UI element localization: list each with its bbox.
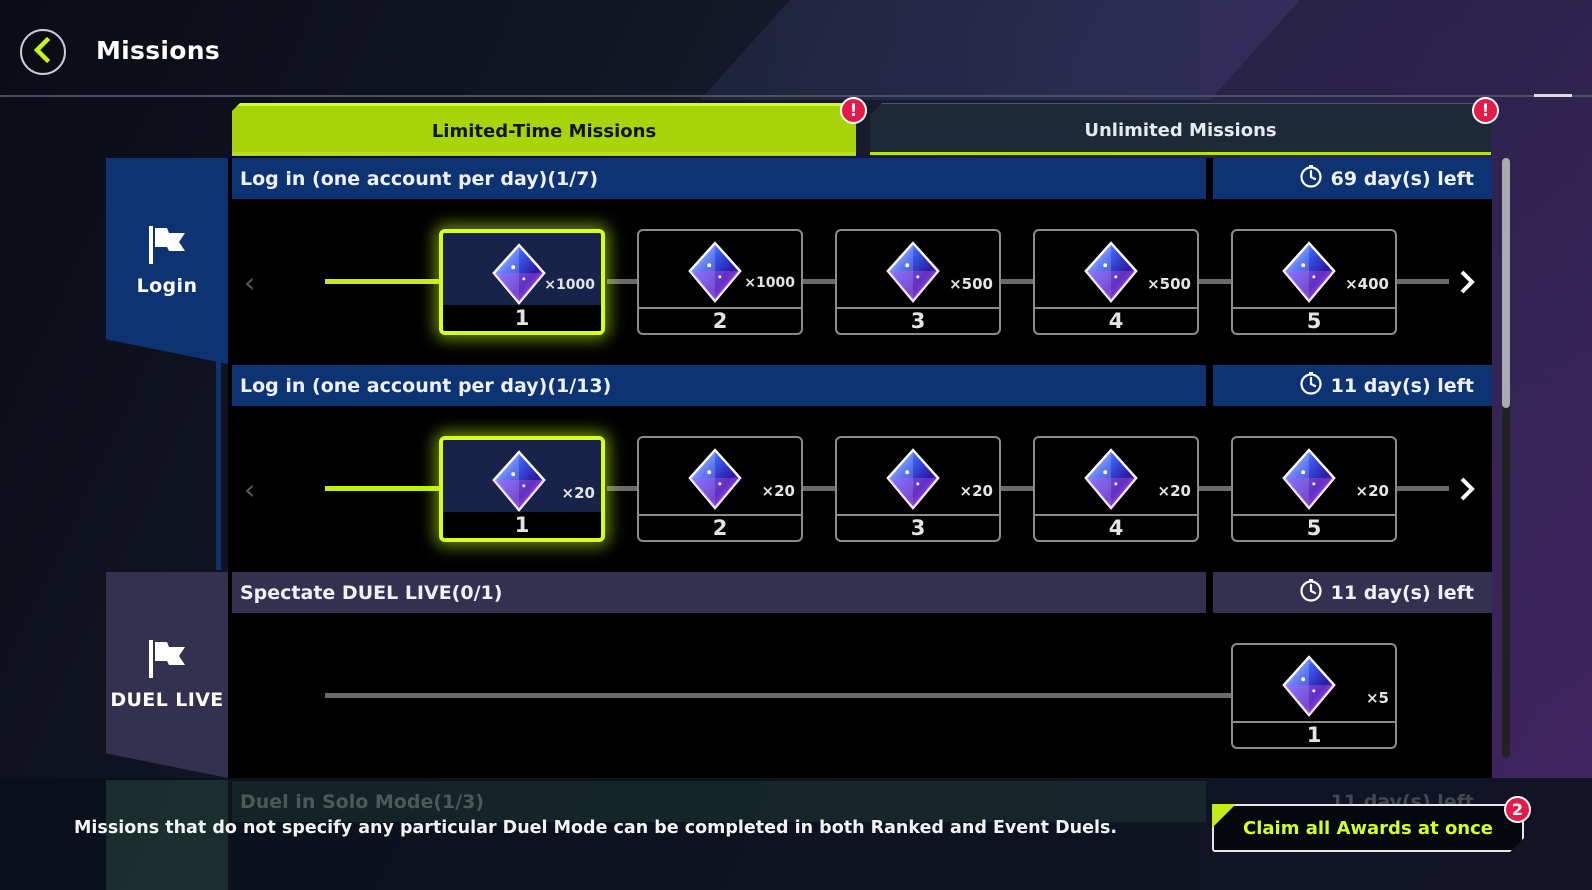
category-login: Login — [106, 158, 228, 364]
reward-step: 4 — [1035, 307, 1197, 333]
progress-track — [607, 279, 1449, 284]
reward-card[interactable]: ×400 5 — [1231, 229, 1397, 335]
timer-icon — [1299, 371, 1323, 400]
category-partial — [106, 780, 228, 890]
mission-title-text: Log in (one account per day)(1/7) — [240, 167, 599, 190]
back-arrow-icon — [30, 36, 56, 67]
tab-underline — [870, 152, 1491, 155]
timer-icon — [1299, 164, 1323, 193]
mission-title: Log in (one account per day)(1/7) — [232, 158, 1206, 199]
reward-quantity: ×1000 — [544, 277, 595, 293]
reward-quantity: ×1000 — [744, 275, 795, 291]
scroll-right-arrow[interactable] — [1458, 269, 1476, 299]
mission-time-left: 69 day(s) left — [1213, 158, 1492, 199]
gem-icon — [884, 241, 942, 307]
gem-icon — [490, 243, 548, 309]
category-duel-live: DUEL LIVE — [106, 572, 228, 778]
reward-quantity: ×5 — [1365, 689, 1389, 707]
mission-time-left: 11 day(s) left — [1213, 572, 1492, 613]
scrollbar-track[interactable] — [1502, 158, 1510, 758]
gem-icon — [884, 448, 942, 514]
header-divider-accent — [1534, 94, 1572, 97]
reward-card[interactable]: ×20 5 — [1231, 436, 1397, 542]
category-connector — [216, 360, 221, 570]
reward-step: 3 — [837, 514, 999, 540]
progress-track — [325, 693, 1235, 698]
gem-icon — [490, 450, 548, 516]
mission-title-text: Duel in Solo Mode(1/3) — [240, 790, 485, 813]
gem-icon — [1082, 241, 1140, 307]
reward-step: 5 — [1233, 307, 1395, 333]
reward-quantity: ×20 — [561, 484, 595, 502]
mission-title: Duel in Solo Mode(1/3) — [232, 781, 1206, 822]
reward-step: 4 — [1035, 514, 1197, 540]
alert-badge: ! — [1472, 97, 1499, 124]
reward-step: 1 — [443, 512, 601, 538]
tab-underline — [232, 152, 856, 155]
footer-note: Missions that do not specify any particu… — [74, 818, 1118, 838]
reward-step: 1 — [443, 305, 601, 331]
header-divider — [0, 95, 1592, 97]
progress-track — [325, 486, 443, 491]
reward-card[interactable]: ×500 4 — [1033, 229, 1199, 335]
timer-icon — [1299, 578, 1323, 607]
reward-card[interactable]: ×20 4 — [1033, 436, 1199, 542]
reward-quantity: ×20 — [959, 482, 993, 500]
reward-card[interactable]: ×500 3 — [835, 229, 1001, 335]
mission-time-left: 11 day(s) left — [1213, 365, 1492, 406]
reward-quantity: ×20 — [761, 482, 795, 500]
scroll-left-arrow[interactable]: ‹ — [244, 473, 256, 506]
reward-card[interactable]: ×20 3 — [835, 436, 1001, 542]
progress-track — [607, 486, 1449, 491]
reward-card[interactable]: ×1000 2 — [637, 229, 803, 335]
alert-badge: ! — [840, 97, 867, 124]
reward-step: 5 — [1233, 514, 1395, 540]
reward-step: 2 — [639, 514, 801, 540]
tab-label: Limited-Time Missions — [431, 120, 657, 142]
gem-icon — [1280, 655, 1338, 721]
page-title: Missions — [96, 36, 221, 65]
scroll-right-arrow[interactable] — [1458, 476, 1476, 506]
mission-title: Log in (one account per day)(1/13) — [232, 365, 1206, 406]
reward-step: 1 — [1233, 721, 1395, 747]
mission-title-text: Log in (one account per day)(1/13) — [240, 374, 612, 397]
mission-title-text: Spectate DUEL LIVE(0/1) — [240, 581, 503, 604]
gem-icon — [1082, 448, 1140, 514]
reward-quantity: ×20 — [1355, 482, 1389, 500]
time-left-text: 11 day(s) left — [1330, 374, 1474, 397]
time-left-text: 69 day(s) left — [1330, 167, 1474, 190]
reward-step: 3 — [837, 307, 999, 333]
gem-icon — [1280, 241, 1338, 307]
reward-step: 2 — [639, 307, 801, 333]
claim-all-button[interactable]: Claim all Awards at once — [1212, 804, 1524, 852]
scroll-left-arrow[interactable]: ‹ — [244, 266, 256, 299]
tab-limited-time-missions[interactable]: Limited-Time Missions — [232, 103, 856, 156]
back-button[interactable] — [20, 29, 66, 75]
scrollbar-thumb[interactable] — [1502, 158, 1510, 408]
flag-icon — [147, 639, 187, 683]
claim-all-label: Claim all Awards at once — [1243, 817, 1493, 839]
reward-quantity: ×400 — [1345, 275, 1389, 293]
reward-card[interactable]: ×20 1 — [439, 436, 605, 542]
category-label: Login — [136, 275, 198, 297]
notification-badge: 2 — [1504, 796, 1531, 823]
gem-icon — [686, 448, 744, 514]
reward-quantity: ×20 — [1157, 482, 1191, 500]
reward-quantity: ×500 — [1147, 275, 1191, 293]
background-shape — [700, 0, 1300, 100]
tab-unlimited-missions[interactable]: Unlimited Missions — [870, 103, 1491, 156]
gem-icon — [1280, 448, 1338, 514]
reward-card[interactable]: ×20 2 — [637, 436, 803, 542]
time-left-text: 11 day(s) left — [1330, 581, 1474, 604]
reward-card[interactable]: ×5 1 — [1231, 643, 1397, 749]
mission-title: Spectate DUEL LIVE(0/1) — [232, 572, 1206, 613]
gem-icon — [686, 241, 744, 307]
flag-icon — [147, 225, 187, 269]
reward-card[interactable]: ×1000 1 — [439, 229, 605, 335]
reward-quantity: ×500 — [949, 275, 993, 293]
progress-track — [325, 279, 443, 284]
tab-label: Unlimited Missions — [1084, 119, 1277, 141]
category-label: DUEL LIVE — [110, 689, 224, 711]
